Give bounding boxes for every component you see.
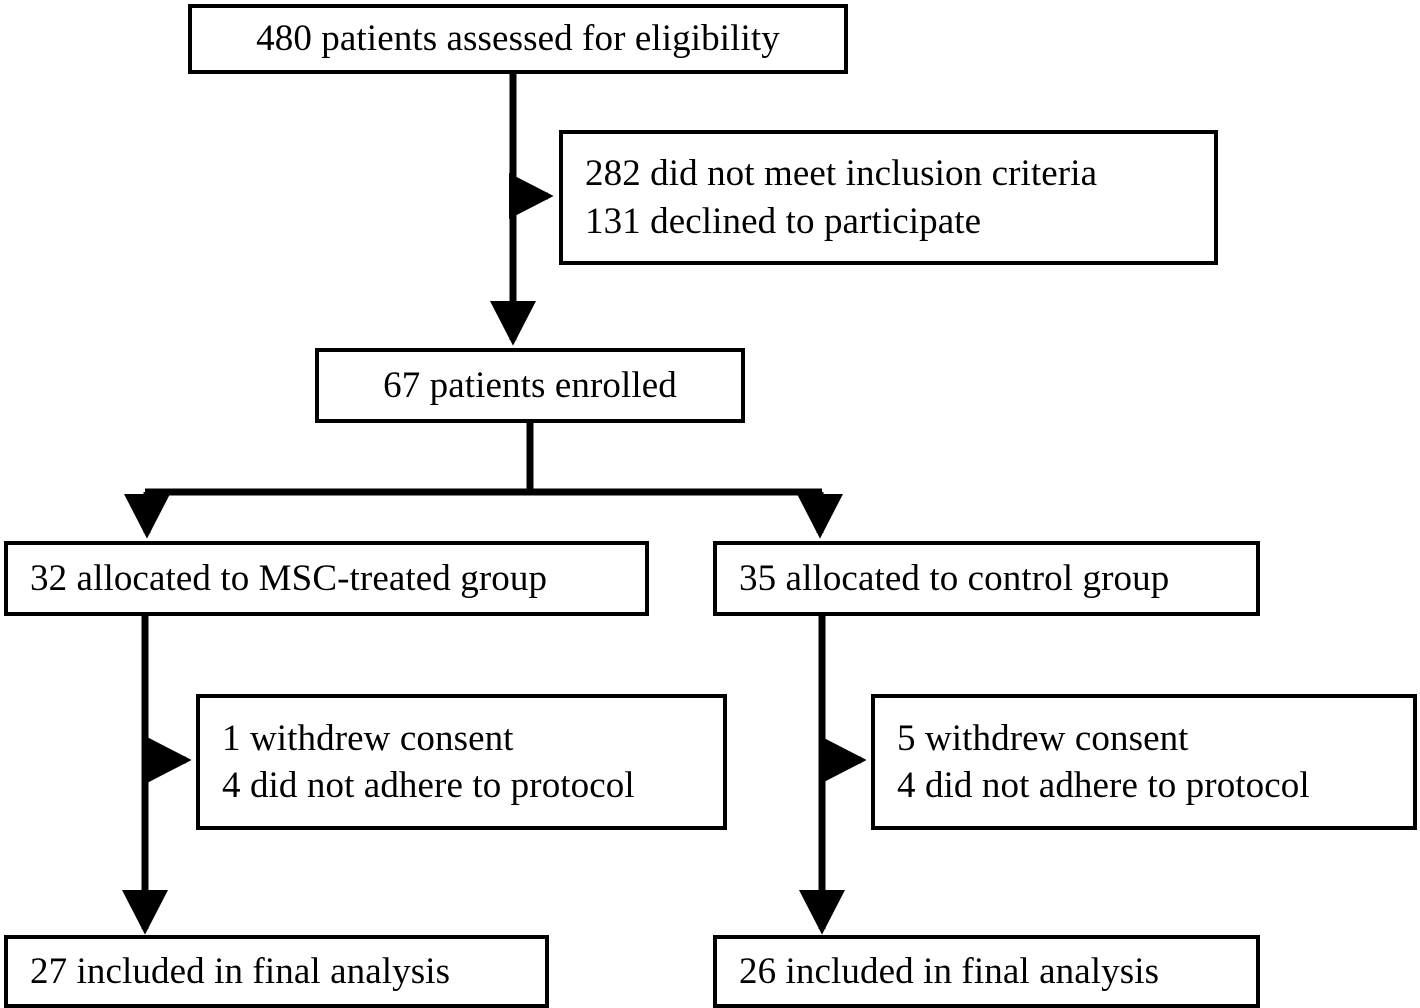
node-patients-assessed: 480 patients assessed for eligibility — [188, 4, 848, 74]
node-allocated-control-text: 35 allocated to control group — [739, 557, 1170, 599]
node-allocated-control-group: 35 allocated to control group — [713, 541, 1260, 616]
node-enrolled-text: 67 patients enrolled — [383, 364, 677, 406]
node-losses-control-group: 5 withdrew consent 4 did not adhere to p… — [871, 694, 1417, 830]
node-losses-control-line-2: 4 did not adhere to protocol — [897, 765, 1310, 806]
node-final-msc-text: 27 included in final analysis — [30, 950, 451, 992]
node-patients-enrolled: 67 patients enrolled — [315, 348, 745, 423]
node-final-control-text: 26 included in final analysis — [739, 950, 1160, 992]
node-allocated-msc-text: 32 allocated to MSC-treated group — [30, 557, 548, 599]
node-final-analysis-msc-group: 27 included in final analysis — [4, 935, 549, 1008]
node-losses-msc-line-2: 4 did not adhere to protocol — [222, 765, 635, 806]
node-losses-control-line-1: 5 withdrew consent — [897, 717, 1189, 759]
node-excluded-reasons: 282 did not meet inclusion criteria 131 … — [559, 130, 1218, 265]
node-allocated-msc-group: 32 allocated to MSC-treated group — [4, 541, 649, 616]
node-assessed-text: 480 patients assessed for eligibility — [256, 18, 780, 60]
node-losses-msc-line-1: 1 withdrew consent — [222, 717, 514, 759]
node-excluded-line-1: 282 did not meet inclusion criteria — [585, 153, 1098, 195]
node-excluded-line-2: 131 declined to participate — [585, 200, 982, 242]
node-final-analysis-control-group: 26 included in final analysis — [713, 935, 1260, 1008]
node-losses-msc-group: 1 withdrew consent 4 did not adhere to p… — [196, 694, 727, 830]
